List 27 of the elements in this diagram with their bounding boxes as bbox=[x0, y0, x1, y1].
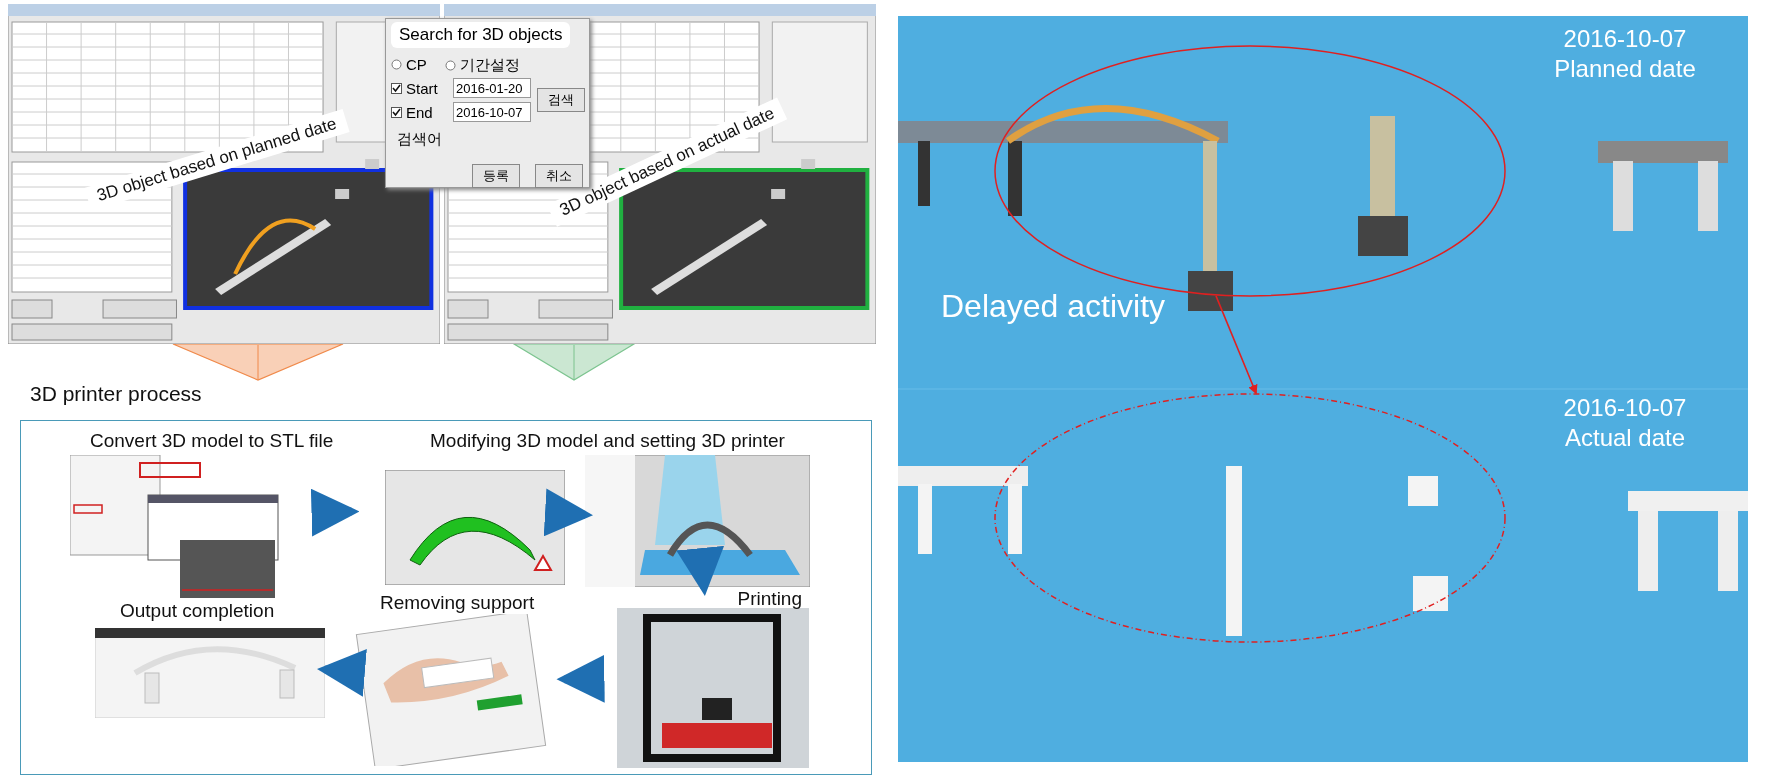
arrow bbox=[310, 488, 360, 537]
radio-option: CP bbox=[391, 56, 427, 73]
panel-heading: 3D printer process bbox=[30, 382, 202, 406]
step-title: Printing bbox=[736, 588, 802, 610]
date-field: 2016-01-20 bbox=[453, 78, 531, 98]
edge-label: Delayed activity bbox=[941, 287, 1166, 325]
radio-option: 기간설정 bbox=[445, 56, 520, 75]
checkbox-option: End bbox=[391, 104, 433, 121]
arrow bbox=[676, 545, 725, 596]
step-title: Convert 3D model to STL file bbox=[90, 430, 334, 452]
register-button: 등록 bbox=[472, 164, 520, 188]
cancel-button: 취소 bbox=[535, 164, 583, 188]
callout-pointer bbox=[513, 343, 635, 381]
field-label: 검색어 bbox=[397, 130, 442, 149]
dialog-title: Search for 3D objects bbox=[391, 22, 571, 48]
step-title: Output completion bbox=[120, 600, 275, 622]
date-label: 2016-10-07 Planned date bbox=[1553, 24, 1697, 84]
date-label: 2016-10-07 Actual date bbox=[1562, 393, 1688, 453]
date-field: 2016-10-07 bbox=[453, 102, 531, 122]
search-button: 검색 bbox=[537, 88, 585, 112]
step-title: Removing support bbox=[380, 592, 535, 614]
arrow bbox=[317, 649, 367, 697]
checkbox-option: Start bbox=[391, 80, 438, 97]
arrow bbox=[1215, 295, 1258, 395]
arrow bbox=[543, 488, 593, 537]
step-title: Modifying 3D model and setting 3D printer bbox=[430, 430, 785, 452]
arrow bbox=[556, 654, 605, 703]
